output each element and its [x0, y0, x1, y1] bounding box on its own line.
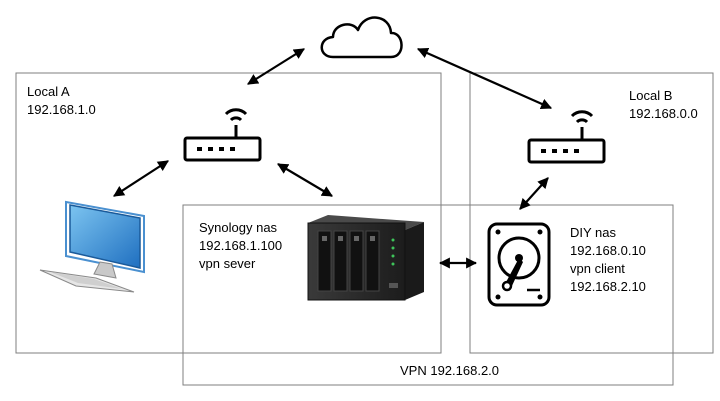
synology-name: Synology nas — [199, 220, 278, 235]
arrow-router-a-computer — [113, 160, 169, 197]
diy-ip: 192.168.0.10 — [570, 243, 646, 258]
vpn-zone — [182, 204, 674, 386]
local-a-name: Local A — [27, 84, 70, 99]
diy-label: DIY nas 192.168.0.10 vpn client 192.168.… — [570, 224, 646, 296]
vpn-label: VPN 192.168.2.0 — [400, 363, 500, 378]
diy-name: DIY nas — [570, 225, 617, 240]
local-b-label: Local B 192.168.0.0 — [629, 87, 698, 123]
synology-role: vpn sever — [199, 256, 256, 271]
local-b-zone — [469, 72, 714, 354]
synology-label: Synology nas 192.168.1.100 vpn sever — [199, 219, 282, 273]
desktop-computer-icon — [39, 200, 145, 293]
local-a-zone — [15, 72, 442, 354]
diy-vpn-ip: 192.168.2.10 — [570, 279, 646, 294]
arrow-cloud-router-b — [416, 47, 553, 110]
arrow-router-a-synology — [277, 163, 333, 197]
nas-enclosure-icon — [307, 215, 424, 301]
local-a-label: Local A 192.168.1.0 — [27, 83, 96, 119]
local-a-subnet: 192.168.1.0 — [27, 102, 96, 117]
hard-drive-icon — [487, 222, 551, 307]
local-b-name: Local B — [629, 88, 673, 103]
arrow-cloud-router-a — [247, 48, 305, 85]
router-a-icon — [183, 108, 262, 162]
router-b-icon — [527, 110, 606, 164]
cloud-icon — [320, 16, 403, 59]
arrow-router-b-diy — [519, 177, 549, 210]
local-b-subnet: 192.168.0.0 — [629, 106, 698, 121]
synology-ip: 192.168.1.100 — [199, 238, 283, 253]
diy-role: vpn client — [570, 261, 625, 276]
